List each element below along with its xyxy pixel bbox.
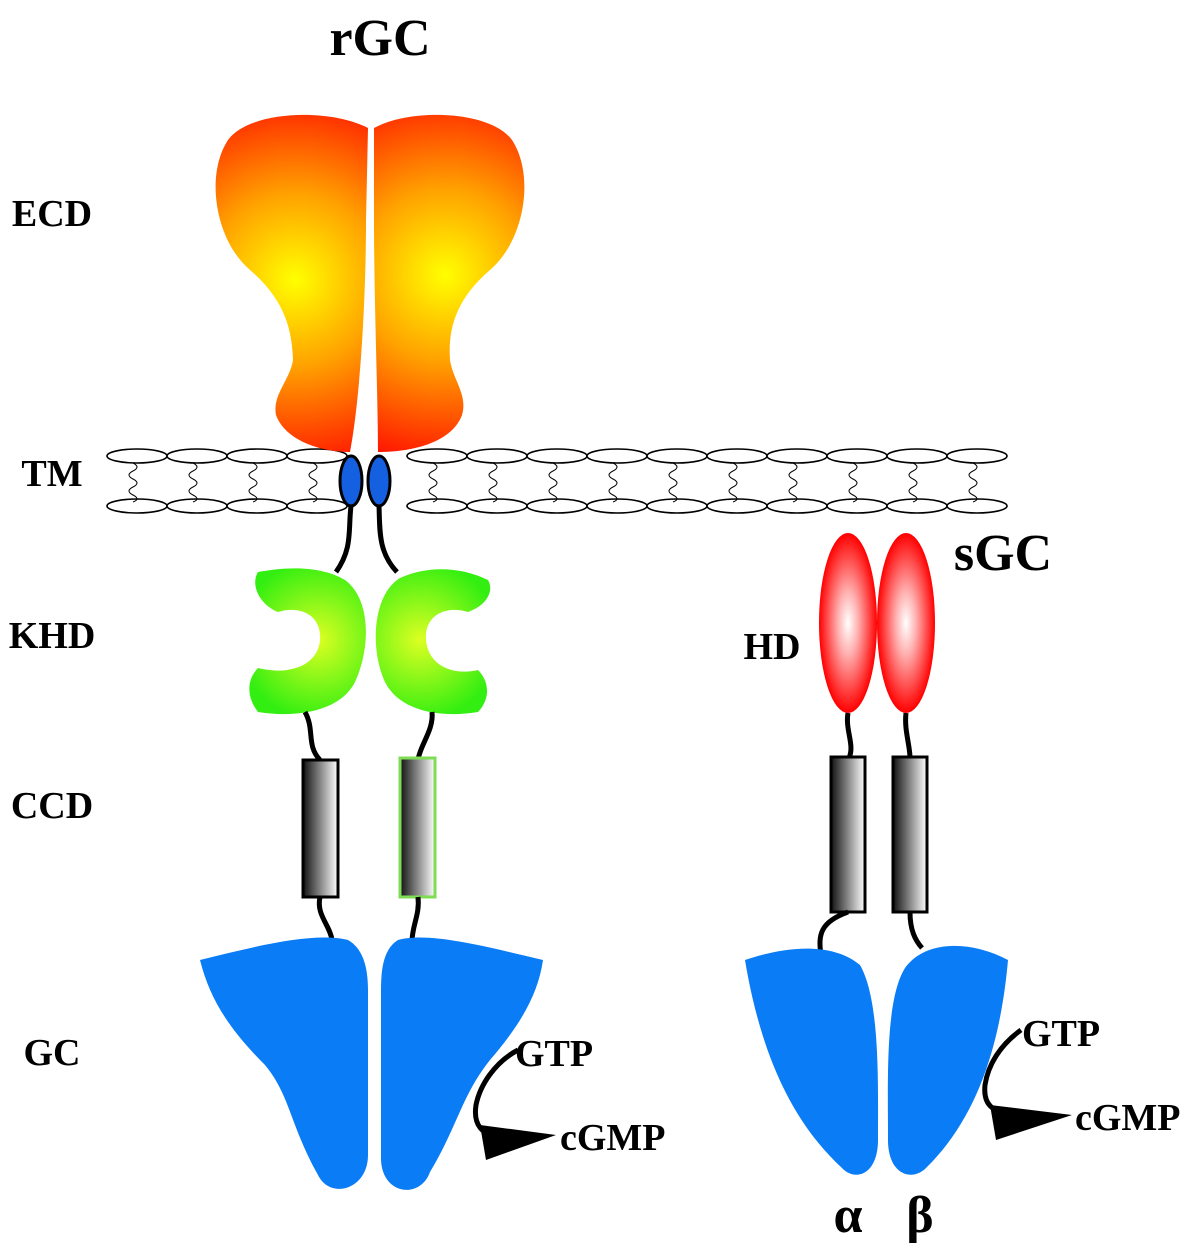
ecd-label: ECD [12, 193, 92, 235]
rgc-khd-right-domain [375, 569, 491, 715]
lipid-tail [668, 462, 678, 503]
lipid-head-bottom [286, 498, 348, 514]
rgc-ccd-left-domain [301, 758, 340, 899]
rgc-linker-khd-ccd-right [415, 711, 435, 761]
rgc-gc-left-domain [200, 937, 368, 1189]
lipid-head-bottom [166, 498, 228, 514]
tm-label: TM [21, 453, 82, 495]
lipid-head-bottom [466, 498, 528, 514]
lipid-head-bottom [226, 498, 288, 514]
lipid-tail [548, 462, 558, 503]
lipid-head-top [106, 448, 168, 464]
lipid-tail [608, 462, 618, 503]
hd-label: HD [744, 626, 801, 668]
lipid-head-bottom [406, 498, 468, 514]
lipid-tail [128, 462, 138, 503]
sgc-linker-ccd-gc-beta [907, 911, 924, 950]
lipid-head-top [706, 448, 768, 464]
lipid-head-bottom [826, 498, 888, 514]
rgc-tm-helix-left [338, 454, 364, 508]
rgc-cgmp-label: cGMP [560, 1117, 666, 1159]
lipid-head-top [586, 448, 648, 464]
lipid-head-top [166, 448, 228, 464]
rgc-ecd-right-subunit [374, 114, 525, 452]
sgc-hd-beta-domain [877, 533, 935, 713]
gc-label: GC [24, 1032, 81, 1074]
sgc-hd-alpha-domain [819, 533, 877, 713]
sgc-gc-beta-domain [887, 945, 1008, 1175]
rgc-gc-right-domain [381, 937, 543, 1190]
lipid-tail [428, 462, 438, 503]
lipid-head-bottom [706, 498, 768, 514]
sgc-linker-hd-ccd-beta [903, 712, 913, 759]
rgc-ccd-right-domain [398, 756, 437, 899]
rgc-reaction-arrow-head [480, 1125, 556, 1160]
lipid-head-bottom [766, 498, 828, 514]
beta-subunit-label: β [906, 1187, 933, 1244]
lipid-head-bottom [946, 498, 1008, 514]
lipid-head-bottom [646, 498, 708, 514]
sgc-cgmp-label: cGMP [1075, 1097, 1181, 1139]
sgc-linker-hd-ccd-alpha [844, 712, 854, 760]
rgc-gtp-label: GTP [515, 1033, 593, 1075]
ccd-label: CCD [11, 785, 93, 827]
lipid-bilayer [106, 448, 1008, 514]
lipid-head-top [826, 448, 888, 464]
lipid-tail [908, 462, 918, 503]
lipid-tail [308, 462, 318, 503]
lipid-head-top [466, 448, 528, 464]
sgc-ccd-beta-domain [891, 755, 929, 914]
lipid-head-top [646, 448, 708, 464]
lipid-head-bottom [526, 498, 588, 514]
lipid-head-bottom [586, 498, 648, 514]
sgc-reaction-arrow-head [990, 1105, 1072, 1140]
rgc-linker-tm-khd-left [333, 505, 354, 574]
lipid-head-top [886, 448, 948, 464]
alpha-subunit-label: α [833, 1187, 862, 1244]
lipid-head-top [526, 448, 588, 464]
lipid-head-bottom [106, 498, 168, 514]
lipid-tail [788, 462, 798, 503]
lipid-tail [248, 462, 258, 503]
lipid-tail [488, 462, 498, 503]
rgc-linker-ccd-gc-left [316, 896, 335, 941]
sgc-ccd-alpha-domain [829, 755, 867, 914]
lipid-head-bottom [886, 498, 948, 514]
rgc-title: rGC [329, 10, 430, 67]
sgc-linker-ccd-gc-alpha [817, 909, 849, 956]
rgc-tm-helix-right [366, 454, 392, 508]
lipid-tail [968, 462, 978, 503]
rgc-linker-ccd-gc-right [409, 896, 421, 943]
rgc-linker-khd-ccd-left [302, 710, 322, 762]
lipid-tail [728, 462, 738, 503]
sgc-gc-alpha-domain [745, 948, 879, 1175]
sgc-gtp-label: GTP [1022, 1013, 1100, 1055]
rgc-ecd-left-subunit [215, 114, 368, 452]
rgc-linker-tm-khd-right [376, 505, 399, 574]
lipid-head-top [406, 448, 468, 464]
khd-label: KHD [9, 615, 96, 657]
rgc-khd-left-domain [249, 568, 366, 715]
lipid-tail [848, 462, 858, 503]
lipid-head-top [766, 448, 828, 464]
sgc-title: sGC [954, 525, 1052, 582]
lipid-tail [188, 462, 198, 503]
lipid-head-top [226, 448, 288, 464]
lipid-head-top [946, 448, 1008, 464]
